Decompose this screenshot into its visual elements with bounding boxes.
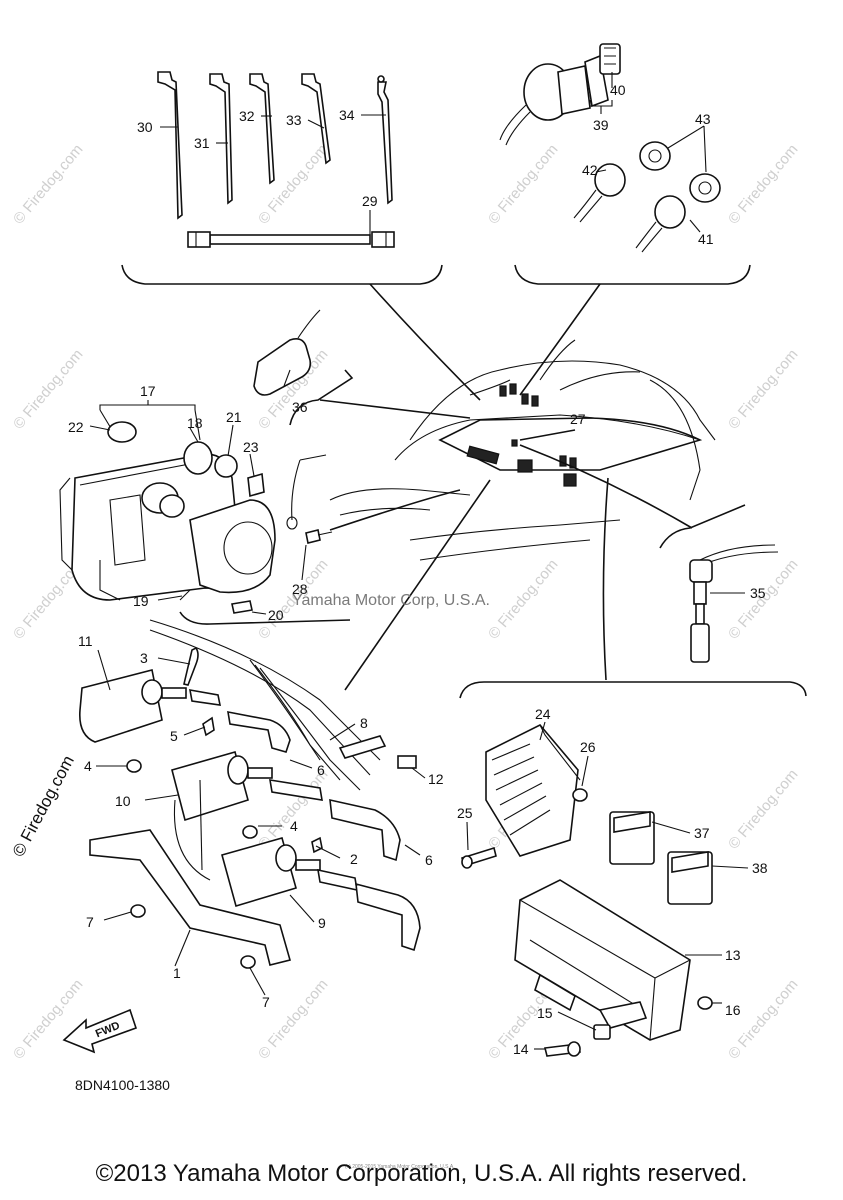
watermark: © Firedog.com xyxy=(725,346,801,432)
callout-37: 37 xyxy=(694,825,710,841)
callout-4: 4 xyxy=(84,758,92,774)
watermark-large: © Firedog.com xyxy=(9,752,78,860)
part-coils-detail xyxy=(78,611,421,969)
callout-12: 12 xyxy=(428,771,444,787)
callout-15: 15 xyxy=(537,1005,553,1021)
callout-13: 13 xyxy=(725,947,741,963)
callout-24: 24 xyxy=(535,706,551,722)
callout-8: 8 xyxy=(360,715,368,731)
watermark: © Firedog.com xyxy=(255,141,331,227)
callout-7: 7 xyxy=(262,994,270,1010)
diagram-credit: Yamaha Motor Corp, U.S.A. xyxy=(292,592,490,609)
callout-38: 38 xyxy=(752,860,768,876)
callout-19: 19 xyxy=(133,593,149,609)
switch-detail xyxy=(499,43,751,285)
diagram-code: 8DN4100-1380 xyxy=(75,1077,170,1093)
callout-27: 27 xyxy=(570,411,586,427)
part-ecu-detail xyxy=(459,477,807,1057)
callout-40: 40 xyxy=(610,82,626,98)
callout-29: 29 xyxy=(362,193,378,209)
detail-bracket-top-right xyxy=(514,264,751,285)
callout-43: 43 xyxy=(695,111,711,127)
callout-32: 32 xyxy=(239,108,255,124)
callout-10: 10 xyxy=(115,793,131,809)
callout-16: 16 xyxy=(725,1002,741,1018)
part-condenser xyxy=(253,309,471,426)
snowmobile-outline xyxy=(329,339,716,561)
callout-3: 3 xyxy=(140,650,148,666)
watermark: © Firedog.com xyxy=(485,556,561,642)
callout-39: 39 xyxy=(593,117,609,133)
callout-22: 22 xyxy=(68,419,84,435)
watermark: © Firedog.com xyxy=(725,766,801,852)
tiny-print: (c) 2005-2015 Yamaha Motor Corporation, … xyxy=(345,1164,455,1170)
cable-bands-detail xyxy=(121,71,443,285)
callout-4: 4 xyxy=(290,818,298,834)
part-temp-sensor xyxy=(519,444,779,663)
detail-bracket-top-left xyxy=(121,264,443,285)
callout-35: 35 xyxy=(750,585,766,601)
callout-34: 34 xyxy=(339,107,355,123)
callout-6: 6 xyxy=(425,852,433,868)
callout-17: 17 xyxy=(140,383,156,399)
part-ignition-assembly xyxy=(59,400,333,614)
fwd-arrow: FWD xyxy=(62,1008,138,1054)
callout-6: 6 xyxy=(317,762,325,778)
detail-bracket-lower-right xyxy=(459,681,807,699)
copyright-footer: ©2013 Yamaha Motor Corporation, U.S.A. A… xyxy=(95,1160,748,1187)
callout-25: 25 xyxy=(457,805,473,821)
callout-18: 18 xyxy=(187,415,203,431)
callout-5: 5 xyxy=(170,728,178,744)
watermark: © Firedog.com xyxy=(10,141,86,227)
callout-33: 33 xyxy=(286,112,302,128)
watermark: © Firedog.com xyxy=(725,976,801,1062)
callout-31: 31 xyxy=(194,135,210,151)
callout-20: 20 xyxy=(268,607,284,623)
watermark: © Firedog.com xyxy=(10,976,86,1062)
callout-14: 14 xyxy=(513,1041,529,1057)
callout-11: 11 xyxy=(78,633,93,649)
callout-30: 30 xyxy=(137,119,153,135)
callout-28: 28 xyxy=(292,581,308,597)
callouts: 1 2 3 4 4 5 6 6 7 7 8 9 10 11 12 13 14 1… xyxy=(68,72,768,1057)
callout-41: 41 xyxy=(698,231,714,247)
detail-bracket-lower-left xyxy=(179,611,351,625)
callout-42: 42 xyxy=(582,162,598,178)
callout-36: 36 xyxy=(292,399,308,415)
callout-23: 23 xyxy=(243,439,259,455)
watermark: © Firedog.com xyxy=(255,976,331,1062)
callout-7: 7 xyxy=(86,914,94,930)
callout-21: 21 xyxy=(226,409,242,425)
callout-26: 26 xyxy=(580,739,596,755)
watermark: © Firedog.com xyxy=(485,141,561,227)
cover-panel xyxy=(438,417,703,471)
callout-9: 9 xyxy=(318,915,326,931)
callout-2: 2 xyxy=(350,851,358,867)
watermark: © Firedog.com xyxy=(725,141,801,227)
callout-1: 1 xyxy=(173,965,181,981)
